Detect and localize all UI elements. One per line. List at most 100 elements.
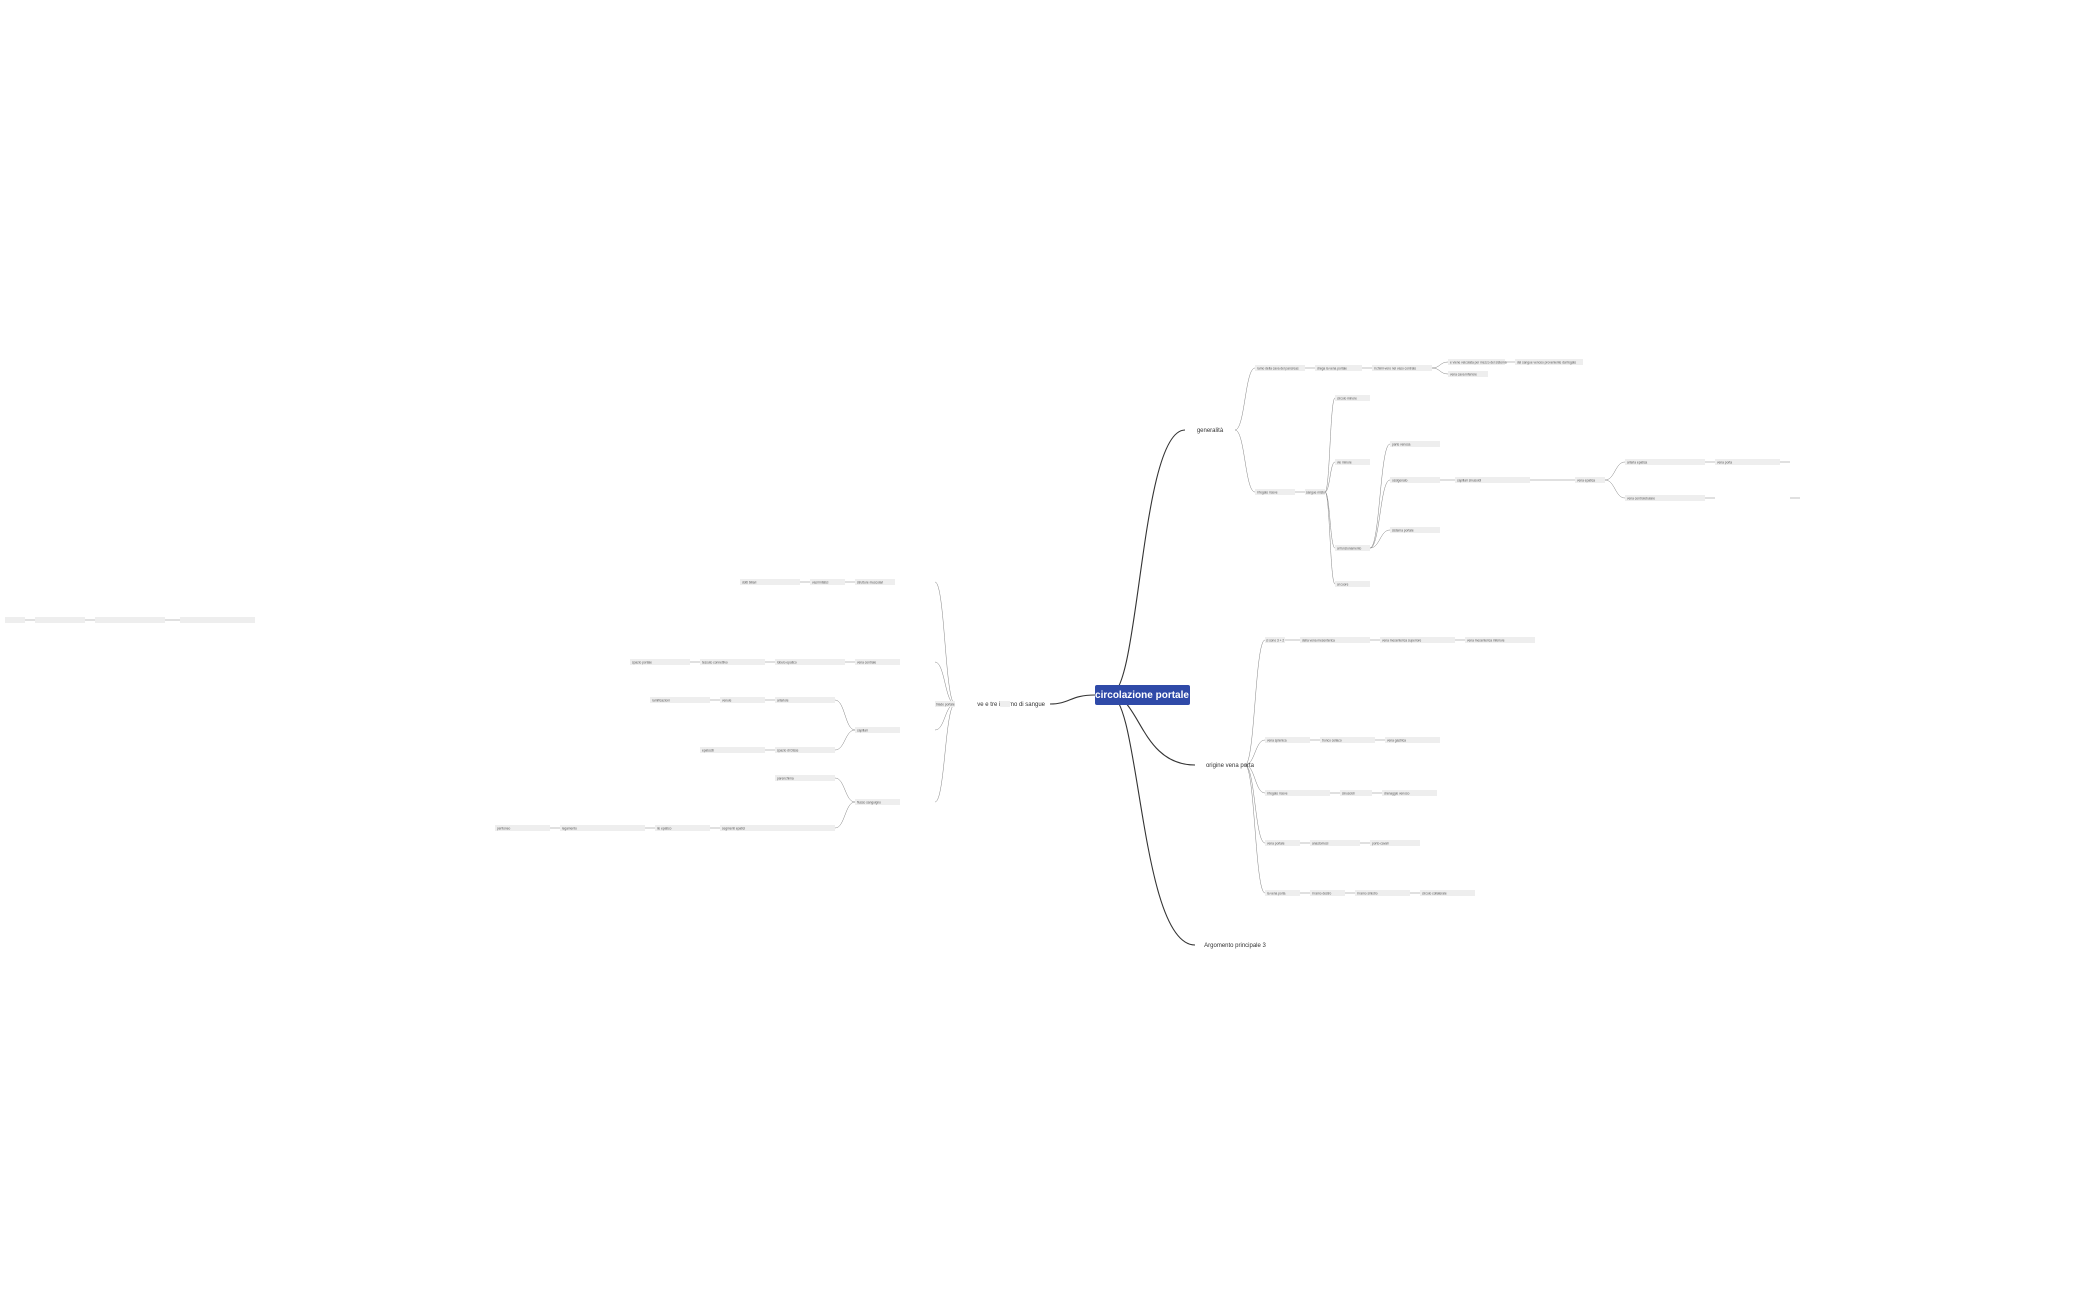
leaf-node[interactable]: tessuto connettivo [700,659,765,665]
leaf-node[interactable]: vena centrolobulare [1625,495,1705,501]
leaf-node[interactable]: porto-cavali [1370,840,1420,846]
leaf-node[interactable]: della vena mesenterica [1300,637,1370,643]
leaf-node[interactable]: ossigenato [1390,477,1440,483]
leaf-node[interactable]: parenchima [775,775,835,781]
leaf-node[interactable]: legamento [560,825,645,831]
leaf-node[interactable]: il ramo destro [1310,890,1345,896]
leaf-node[interactable] [95,617,165,623]
leaf-node[interactable]: sangue misto [1305,489,1325,495]
svg-text:sistema portale: sistema portale [1392,529,1414,533]
svg-text:al funzionamento: al funzionamento [1337,547,1362,551]
leaf-node[interactable]: vena splenica [1265,737,1310,743]
leaf-node[interactable]: dotti biliari [740,579,800,585]
leaf-node[interactable]: vena portale [1265,840,1300,846]
leaf-node[interactable]: il chimi-vero nel vaso contrato [1372,365,1432,371]
svg-text:strutture muscolari: strutture muscolari [857,581,884,585]
leaf-node[interactable]: parte venosa [1390,441,1440,447]
leaf-node[interactable]: flusso sanguigno [855,799,900,805]
leaf-node[interactable]: tronco celiaco [1320,737,1375,743]
leaf-node[interactable]: e viene veicolata per mezzo del sistema [1448,359,1507,365]
leaf-node[interactable]: vena mesenterica inferiore [1465,637,1535,643]
leaf-node[interactable]: vena centrale [855,659,900,665]
svg-text:circolo collaterale: circolo collaterale [1422,892,1447,896]
svg-text:venule: venule [722,699,732,703]
leaf-node[interactable]: spazio di Disse [775,747,835,753]
central-topic[interactable] [1095,685,1190,705]
svg-text:la vena porta: la vena porta [1267,892,1286,896]
leaf-node[interactable]: vie minore [1335,459,1370,465]
leaf-node[interactable]: il fegato riceve [1265,790,1330,796]
leaf-node[interactable]: venule [720,697,765,703]
leaf-node[interactable]: lobulo epatico [775,659,845,665]
leaf-node[interactable]: arteria epatica [1625,459,1705,465]
leaf-node[interactable] [180,617,255,623]
leaf-node[interactable]: spazio portale [630,659,690,665]
leaf-node[interactable]: capillari sinusoidi [1455,477,1530,483]
leaf-node[interactable]: al cuore [1335,581,1370,587]
leaf-node[interactable]: il ramo sinistro [1355,890,1410,896]
leaf-node[interactable]: vasi linfatici [810,579,845,585]
leaf-node[interactable]: drega la vena portale [1315,365,1362,371]
leaf-node[interactable]: arteriole [775,697,835,703]
svg-text:ilo epatico: ilo epatico [657,827,672,831]
leaf-node[interactable]: vena epatica [1575,477,1605,483]
svg-text:peritoneo: peritoneo [497,827,511,831]
svg-text:vena portale: vena portale [1267,842,1285,846]
svg-text:anastomosi: anastomosi [1312,842,1329,846]
leaf-node[interactable]: anastomosi [1310,840,1360,846]
svg-text:legamento: legamento [562,827,577,831]
svg-text:vena mesenterica inferiore: vena mesenterica inferiore [1467,639,1505,643]
main-topic-argomento3[interactable]: Argomento principale 3 [1204,943,1266,949]
leaf-node[interactable]: sistema portale [1390,527,1440,533]
leaf-node[interactable]: circolo minore [1335,395,1370,401]
main-topic-ve[interactable]: ve e tre interno di sangue [977,702,1045,708]
svg-text:tronco celiaco: tronco celiaco [1322,739,1342,743]
svg-text:epatociti: epatociti [702,749,714,753]
leaf-node[interactable]: segmenti epatici [720,825,835,831]
svg-text:il fegato riceve: il fegato riceve [1267,792,1288,796]
leaf-node[interactable]: sinusoidi [1340,790,1372,796]
leaf-node[interactable]: il fegato riceve [1255,489,1295,495]
leaf-node[interactable]: al funzionamento [1335,545,1370,551]
leaf-node[interactable]: vena gastrica [1385,737,1440,743]
leaf-node[interactable]: ramo della cava del pancreas [1255,365,1305,371]
leaf-node[interactable]: vena porta [1715,459,1780,465]
svg-text:il fegato riceve: il fegato riceve [1257,491,1278,495]
main-topic-origine[interactable]: origine vena porta [1206,763,1255,769]
svg-text:ramo della cava del pancreas: ramo della cava del pancreas [1257,367,1299,371]
leaf-node[interactable]: strutture muscolari [855,579,895,585]
svg-text:drenaggio venoso: drenaggio venoso [1384,792,1410,796]
leaf-node[interactable]: circolo collaterale [1420,890,1475,896]
leaf-node[interactable] [5,617,25,623]
leaf-node[interactable]: vena cava inferiore [1448,371,1488,377]
leaf-node[interactable]: ilo epatico [655,825,710,831]
svg-text:circolo minore: circolo minore [1337,397,1357,401]
main-topic-generalita[interactable]: generalità [1197,428,1224,434]
svg-text:lobulo epatico: lobulo epatico [777,661,797,665]
leaf-node[interactable] [35,617,85,623]
leaf-node[interactable]: ci sono 3 + 2 [1265,637,1285,643]
svg-text:sangue misto: sangue misto [1306,491,1325,495]
svg-text:vena cava inferiore: vena cava inferiore [1450,373,1477,377]
leaf-node[interactable]: capillari [855,727,900,733]
leaf-node[interactable] [1000,701,1010,707]
leaf-node[interactable]: epatociti [700,747,765,753]
svg-text:drega la vena portale: drega la vena portale [1317,367,1347,371]
svg-text:il ramo destro: il ramo destro [1312,892,1332,896]
leaf-node[interactable]: la vena porta [1265,890,1300,896]
svg-text:vena centrolobulare: vena centrolobulare [1627,497,1655,501]
central-topic-label: circolazione portale [1095,690,1189,701]
svg-text:sinusoidi: sinusoidi [1342,792,1355,796]
leaf-node[interactable]: peritoneo [495,825,550,831]
svg-text:capillari: capillari [857,729,868,733]
leaf-node[interactable]: triade portale [935,701,955,707]
leaf-node[interactable]: del sangue venoso proveniente dal fegato [1515,359,1583,365]
svg-text:vena centrale: vena centrale [857,661,876,665]
leaf-node[interactable]: drenaggio venoso [1382,790,1437,796]
svg-text:ramificazioni: ramificazioni [652,699,670,703]
leaf-node[interactable]: ramificazioni [650,697,710,703]
svg-text:ossigenato: ossigenato [1392,479,1408,483]
leaf-node[interactable]: vena mesenterica superiore [1380,637,1455,643]
svg-text:arteria epatica: arteria epatica [1627,461,1647,465]
